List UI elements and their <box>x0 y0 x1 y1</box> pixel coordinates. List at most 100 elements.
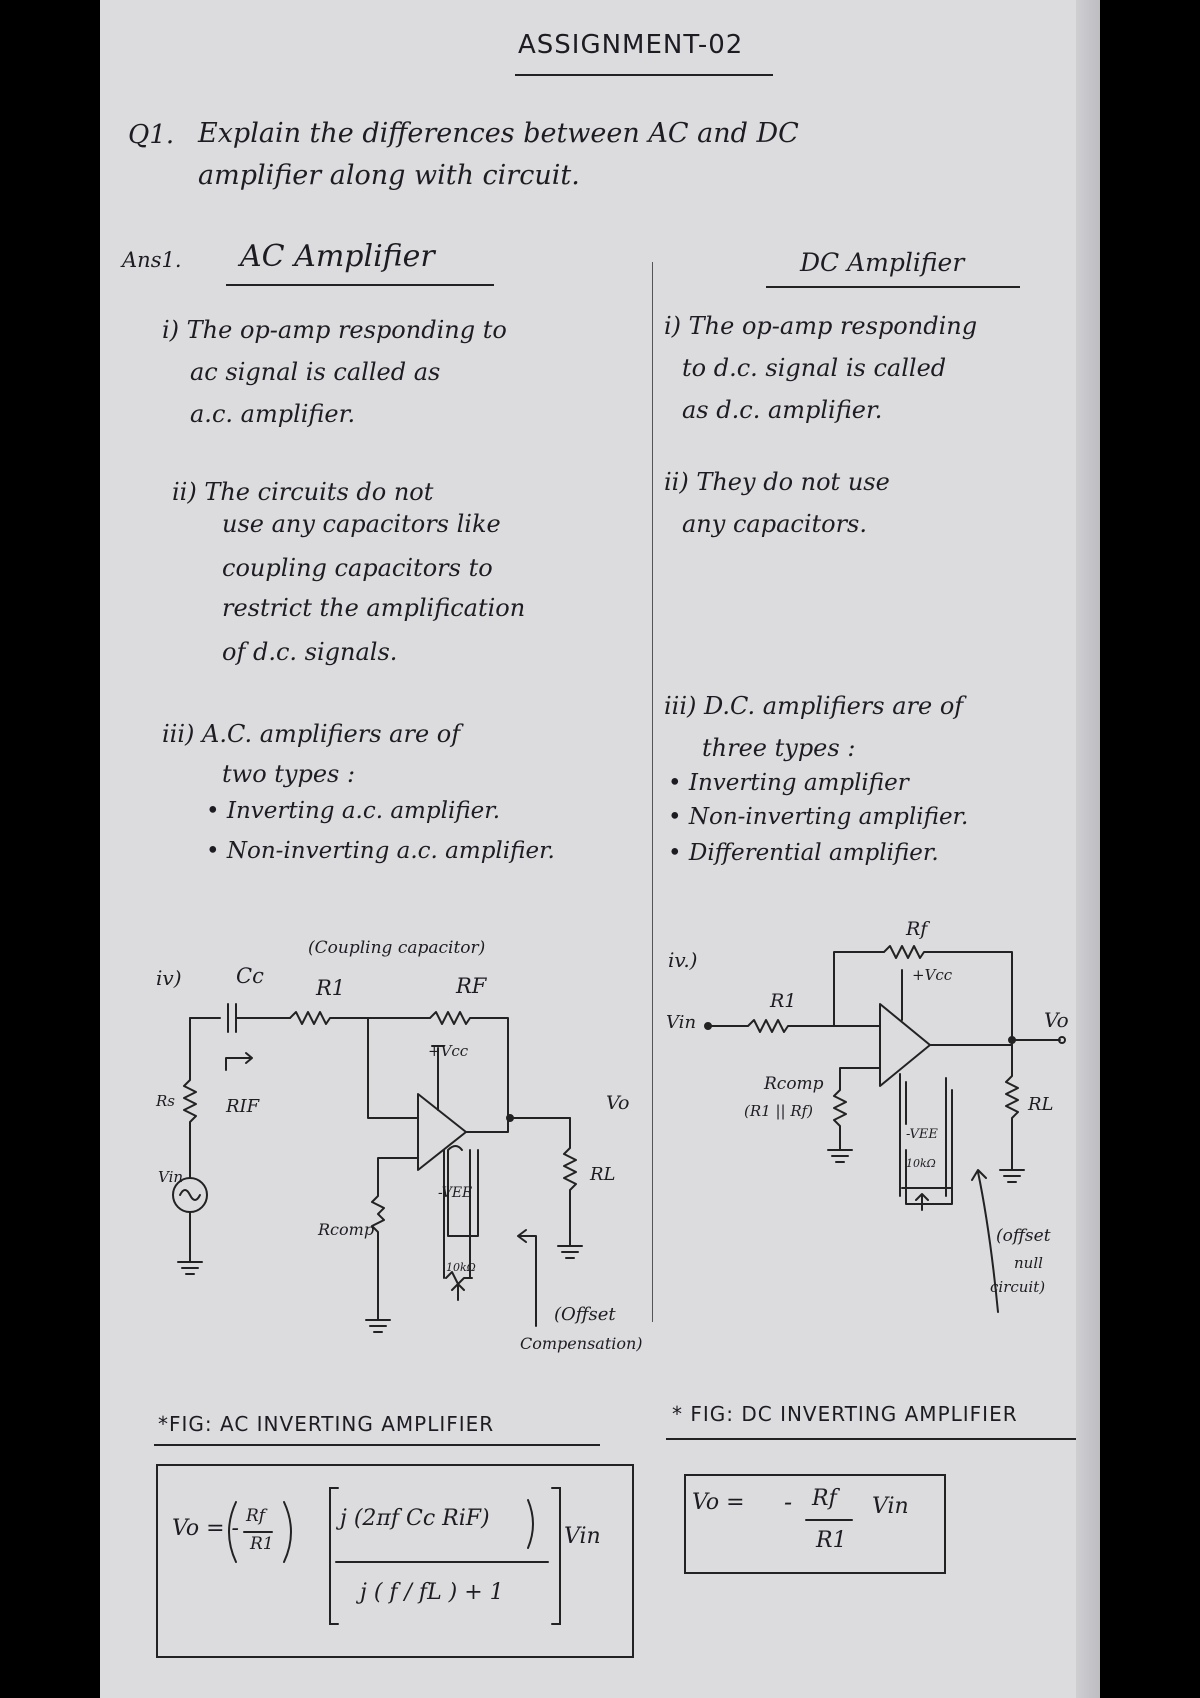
ac-cc-label: Cc <box>236 964 264 988</box>
dc-offset-label-2: null <box>1014 1254 1043 1272</box>
dc-rcomp-label: Rcomp <box>764 1074 824 1094</box>
dc-rcomp-resistor <box>827 1067 881 1163</box>
ac-vee-label: -VEE <box>438 1185 473 1201</box>
ac-coupling-label: (Coupling capacitor) <box>308 938 486 958</box>
dc-rl-resistor <box>999 1039 1025 1183</box>
ac-rs-resistor <box>183 1017 197 1179</box>
dc-point-3-line-5: • Differential amplifier. <box>668 840 939 866</box>
dc-vo-label: Vo <box>1044 1008 1069 1032</box>
page-title: ASSIGNMENT-02 <box>518 30 744 60</box>
ac-point-2-line-5: of d.c. signals. <box>222 638 398 666</box>
question-line-2: amplifier along with circuit. <box>198 160 580 191</box>
dc-point-3-line-2: three types : <box>702 734 856 762</box>
ac-point-3-line-2: two types : <box>222 760 356 788</box>
ac-rcomp-resistor <box>365 1157 419 1333</box>
ac-formula-tail: Vin <box>564 1524 601 1549</box>
ac-formula-ratio-num: Rf <box>246 1506 266 1526</box>
dc-formula-tail: Vin <box>872 1494 909 1519</box>
ac-point-3-line-1: iii) A.C. amplifiers are of <box>162 720 461 748</box>
dc-fig-number: iv.) <box>668 948 698 972</box>
ac-formula-denominator: j ( f / fL ) + 1 <box>360 1580 504 1605</box>
ac-point-2-line-1: ii) The circuits do not <box>172 478 434 506</box>
dc-offset-label-1: (offset <box>996 1226 1051 1246</box>
dc-heading-underline <box>766 286 1020 288</box>
ac-caption-underline <box>154 1444 600 1446</box>
ac-formula-box <box>156 1464 634 1658</box>
ac-formula-ratio-den: R1 <box>250 1534 274 1554</box>
ac-offset-pot <box>443 1149 473 1301</box>
ac-point-2-line-2: use any capacitors like <box>222 510 501 538</box>
ac-heading: AC Amplifier <box>240 239 435 274</box>
ac-rf-label: RF <box>456 974 487 998</box>
dc-rl-label: RL <box>1028 1094 1054 1115</box>
dc-vee-label: -VEE <box>906 1127 938 1142</box>
answer-label: Ans1. <box>122 248 182 272</box>
ac-feedback-wire <box>367 1017 419 1119</box>
dc-point-1-line-1: i) The op-amp responding <box>664 312 978 340</box>
dc-formula-den: R1 <box>816 1528 847 1553</box>
question-number: Q1. <box>128 120 175 150</box>
ac-rif-label: RIF <box>226 1096 260 1117</box>
dc-vin-label: Vin <box>666 1012 697 1033</box>
dc-pot-label: 10kΩ <box>906 1157 936 1170</box>
dc-offset-label-3: circuit) <box>990 1278 1046 1296</box>
dc-point-1-line-2: to d.c. signal is called <box>682 354 947 382</box>
dc-heading: DC Amplifier <box>800 248 965 277</box>
dc-op-amp <box>879 1003 931 1087</box>
dc-point-3-line-3: • Inverting amplifier <box>668 770 909 796</box>
ac-point-2-line-4: restrict the amplification <box>222 594 526 622</box>
column-divider <box>652 262 653 1322</box>
dc-point-3-line-4: • Non-inverting amplifier. <box>668 804 969 830</box>
dc-point-2-line-2: any capacitors. <box>682 510 868 538</box>
ac-point-1-line-2: ac signal is called as <box>190 358 441 386</box>
ac-rl-label: RL <box>590 1164 616 1185</box>
ac-point-1-line-1: i) The op-amp responding to <box>162 316 507 344</box>
dc-rf-label: Rf <box>906 918 928 940</box>
dc-point-2-line-1: ii) They do not use <box>664 468 890 496</box>
ac-ground-left <box>177 1211 203 1275</box>
title-underline <box>515 74 773 76</box>
ac-formula-numerator: j (2πf Cc RiF) <box>340 1506 490 1531</box>
ac-op-amp <box>417 1093 467 1171</box>
dc-caption-underline <box>666 1438 1076 1440</box>
ac-rcomp-label: Rcomp <box>318 1220 375 1239</box>
ac-offset-label-2: Compensation) <box>520 1334 643 1353</box>
ac-rs-label: Rs <box>156 1092 175 1110</box>
dc-point-3-line-1: iii) D.C. amplifiers are of <box>664 692 964 720</box>
dc-point-1-line-3: as d.c. amplifier. <box>682 396 883 424</box>
ac-heading-underline <box>226 284 494 286</box>
dc-formula-num: Rf <box>812 1486 837 1511</box>
dc-rf-feedback <box>833 945 1013 1041</box>
ac-point-3-line-3: • Inverting a.c. amplifier. <box>206 798 501 824</box>
ac-input-wire <box>189 1003 291 1033</box>
ac-r1-resistor <box>289 1011 369 1025</box>
dc-formula-minus: - <box>784 1488 793 1516</box>
ac-rf-resistor <box>367 1011 509 1119</box>
page-edge <box>1076 0 1100 1698</box>
dc-formula-box <box>684 1474 946 1574</box>
ac-vin-label: Vin <box>158 1168 184 1186</box>
ac-vcc-label: +Vcc <box>428 1042 469 1060</box>
dc-vcc-label: +Vcc <box>912 966 953 984</box>
dc-formula-lhs: Vo = <box>692 1490 745 1515</box>
ac-pot-label: 10kΩ <box>446 1261 476 1274</box>
ac-fig-number: iv) <box>156 966 182 990</box>
dc-r1-label: R1 <box>770 990 797 1012</box>
ac-point-1-line-3: a.c. amplifier. <box>190 400 356 428</box>
ac-vo-label: Vo <box>606 1092 630 1114</box>
question-line-1: Explain the differences between AC and D… <box>198 118 799 149</box>
ac-r1-label: R1 <box>316 976 346 1000</box>
dc-fig-caption: * FIG: DC INVERTING AMPLIFIER <box>672 1402 1018 1426</box>
ac-point-3-line-4: • Non-inverting a.c. amplifier. <box>206 838 555 864</box>
ac-point-2-line-3: coupling capacitors to <box>222 554 493 582</box>
dc-input-wire <box>707 1019 881 1033</box>
dc-offset-pot <box>899 1073 953 1211</box>
ac-fig-caption: *FIG: AC INVERTING AMPLIFIER <box>158 1412 495 1436</box>
ac-offset-label-1: (Offset <box>554 1304 616 1325</box>
notebook-page <box>100 0 1100 1698</box>
dc-rcomp-eq-label: (R1 || Rf) <box>744 1102 814 1120</box>
